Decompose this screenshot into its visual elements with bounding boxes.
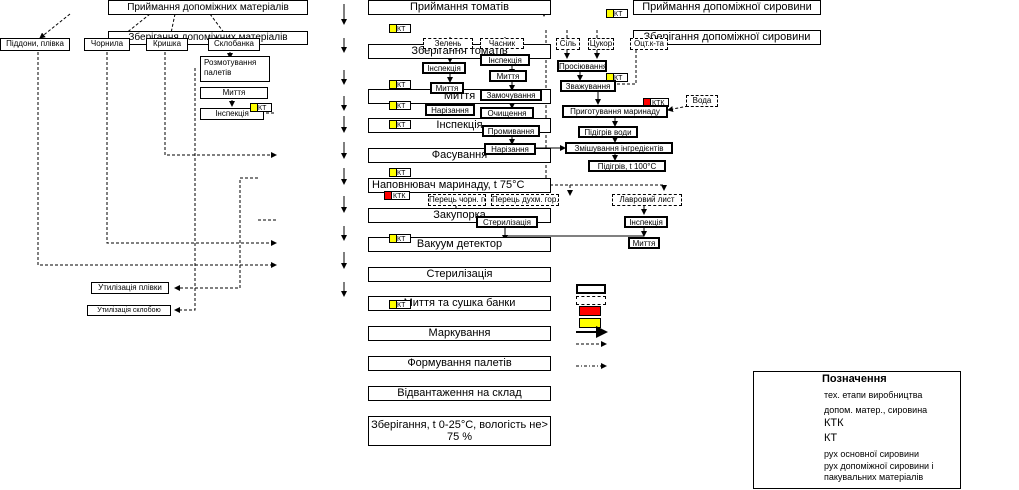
raw-bay-leaf: Лавровий лист <box>612 194 682 206</box>
kt-marker: КТ <box>389 80 411 89</box>
film-disposal: Утилізація плівки <box>91 282 169 294</box>
spice-washing: Миття <box>628 237 660 249</box>
step-storage-final: Зберігання, t 0-25°С, вологість не> 75 % <box>368 416 551 446</box>
spice-inspection: Інспекція <box>624 216 668 228</box>
greens-cutting: Нарізання <box>425 104 475 116</box>
kt-marker: КТ <box>389 300 411 309</box>
raw-water: Вода <box>686 95 718 107</box>
water-heating: Підігрів води <box>578 126 638 138</box>
legend-swatch-aux <box>576 296 606 305</box>
jar-inspection: Інспекція <box>200 108 264 120</box>
step-tomato-reception: Приймання томатів <box>368 0 551 15</box>
raw-salt: Сіль <box>556 38 580 50</box>
kt-marker: КТ <box>606 9 628 18</box>
step-palletizing: Формування палетів <box>368 356 551 371</box>
sifting: Просіювання <box>557 60 607 72</box>
legend-line-samples <box>576 326 608 369</box>
raw-greens: Зелень <box>423 38 473 49</box>
aux-lid: Кришка <box>146 38 188 51</box>
garlic-washing: Миття <box>489 70 527 82</box>
raw-sugar: Цукор <box>588 38 614 50</box>
legend-swatch-kt <box>579 318 601 328</box>
jar-washing: Миття <box>200 87 268 99</box>
aux-raw-reception: Приймання допоміжної сировини <box>633 0 821 15</box>
marinade-preparation: Приготування маринаду <box>562 105 668 118</box>
garlic-peeling: Очищення <box>480 107 534 119</box>
raw-black-pepper: Перець чорн. гор. <box>428 194 486 206</box>
garlic-cutting: Нарізання <box>484 143 536 155</box>
legend-item: КТК <box>824 417 844 429</box>
aux-glass-jar: Склобанка <box>208 38 260 51</box>
garlic-soaking: Замочування <box>480 89 542 101</box>
spice-sterilization: Стерилізація <box>476 216 538 228</box>
aux-pallets-film: Піддони, плівка <box>0 38 70 51</box>
raw-vinegar: Оцт.к-та <box>630 38 668 50</box>
aux-raw-storage: Зберігання допоміжної сировини <box>633 30 821 45</box>
kt-marker: КТ <box>250 103 272 112</box>
ingredient-mixing: Змішування інгредієнтів <box>565 142 673 154</box>
legend-title: Позначення <box>822 373 887 385</box>
jar-unpalletizing: Розмотування палетів <box>200 56 270 82</box>
kt-marker: КТ <box>389 24 411 33</box>
ktk-marker: КТК <box>384 191 410 200</box>
step-shipping: Відвантаження на склад <box>368 386 551 401</box>
step-marinade-filler: Наповнювач маринаду, t 75°С <box>368 178 551 193</box>
aux-materials-reception: Приймання допоміжних матеріалів <box>108 0 308 15</box>
garlic-inspection: Інспекція <box>480 54 530 66</box>
kt-marker: КТ <box>389 101 411 110</box>
raw-allspice: Перець духм. гор. <box>491 194 559 206</box>
legend-item: допом. матер., сировина <box>824 405 928 415</box>
greens-inspection: Інспекція <box>422 62 466 74</box>
marinade-heating: Підігрів, t 100°С <box>588 160 666 172</box>
greens-washing: Миття <box>430 82 464 94</box>
legend-item: рух допоміжної сировини і пакувальних ма… <box>824 461 934 482</box>
legend-item: рух основної сировини <box>824 449 919 459</box>
glass-disposal: Утилізація склобою <box>87 305 171 316</box>
legend-item: тех. етапи виробництва <box>824 390 923 400</box>
weighing: Зважування <box>560 80 616 92</box>
step-jar-wash-dry: Миття та сушка банки <box>368 296 551 311</box>
garlic-rinsing: Промивання <box>482 125 540 137</box>
kt-marker: КТ <box>606 73 628 82</box>
legend-item: КТ <box>824 432 838 444</box>
kt-marker: КТ <box>389 168 411 177</box>
step-vacuum-detector: Вакуум детектор <box>368 237 551 252</box>
aux-ink: Чорнила <box>84 38 130 51</box>
kt-marker: КТ <box>389 120 411 129</box>
legend-swatch-ktk <box>579 306 601 316</box>
legend-swatch-process <box>576 284 606 294</box>
raw-garlic: Часник <box>480 38 524 49</box>
legend: Позначення тех. етапи виробництва допом.… <box>753 371 961 489</box>
step-sterilization: Стерилізація <box>368 267 551 282</box>
step-labeling: Маркування <box>368 326 551 341</box>
kt-marker: КТ <box>389 234 411 243</box>
